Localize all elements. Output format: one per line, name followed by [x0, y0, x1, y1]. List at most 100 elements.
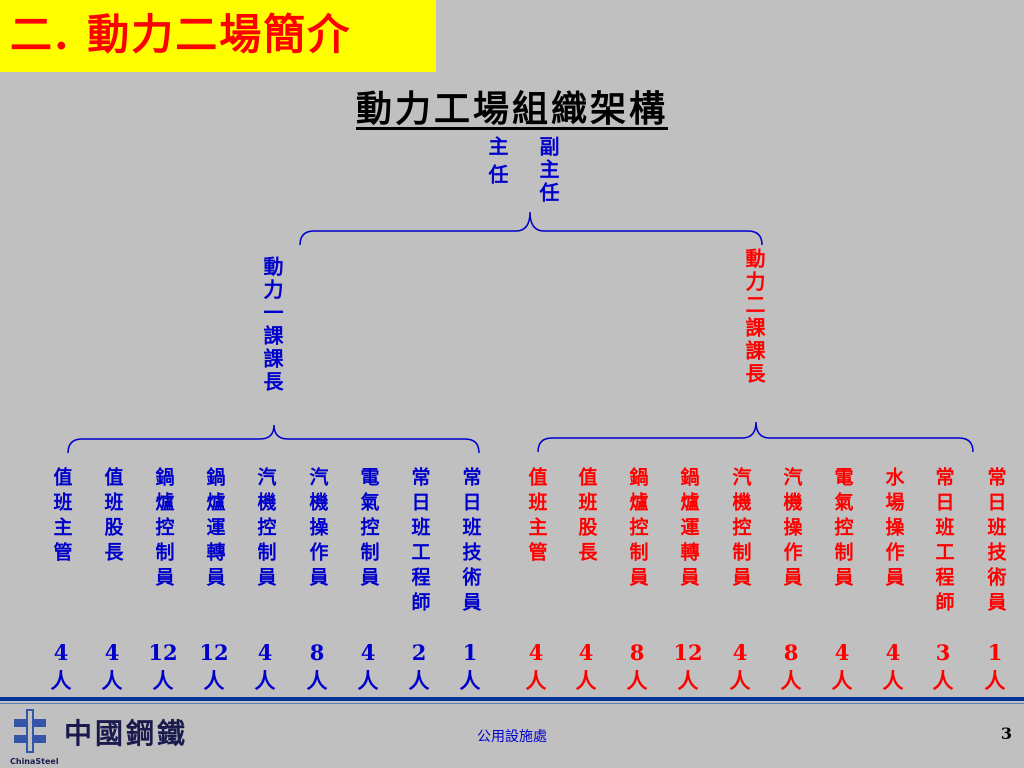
chart-title: 動力工場組織架構	[355, 88, 668, 130]
section1-chief: 動力一課課長	[260, 256, 284, 394]
job-title: 鍋爐控制員	[150, 467, 176, 592]
headcount-number: 4	[53, 640, 69, 665]
headcount-unit: 人	[306, 668, 328, 693]
deputy-director-title: 副主任	[536, 136, 560, 205]
headcount-number: 4	[885, 640, 901, 665]
job-headcount: 12 人	[143, 639, 183, 695]
job-title-text: 電氣控制員	[831, 467, 854, 592]
job-title: 鍋爐運轉員	[201, 467, 227, 592]
job-title-text: 常日班技術員	[984, 467, 1007, 617]
job-title: 值班股長	[99, 467, 125, 567]
job-title-text: 常日班工程師	[408, 467, 431, 617]
headcount-unit: 人	[575, 668, 597, 693]
headcount-number: 2	[411, 640, 427, 665]
headcount-unit: 人	[932, 668, 954, 693]
headcount-number: 4	[732, 640, 748, 665]
job-title: 常日班技術員	[457, 467, 483, 617]
headcount-unit: 人	[408, 668, 430, 693]
job-title: 汽機操作員	[778, 467, 804, 592]
headcount-unit: 人	[254, 668, 276, 693]
department-name: 公用設施處	[477, 729, 547, 745]
job-title: 水場操作員	[880, 467, 906, 592]
headcount-number: 8	[309, 640, 325, 665]
headcount-unit: 人	[525, 668, 547, 693]
section1-bracket	[67, 424, 480, 454]
job-title: 常日班技術員	[982, 467, 1008, 617]
headcount-unit: 人	[357, 668, 379, 693]
job-title: 電氣控制員	[829, 467, 855, 592]
chart-title-wrap: 動力工場組織架構	[0, 80, 1024, 132]
job-headcount: 12 人	[194, 639, 234, 695]
headcount-unit: 人	[729, 668, 751, 693]
job-title-text: 值班主管	[525, 467, 548, 567]
job-title-text: 水場操作員	[882, 467, 905, 592]
director-title: 主任	[485, 136, 509, 192]
job-title-text: 電氣控制員	[357, 467, 380, 592]
job-title-text: 汽機控制員	[254, 467, 277, 592]
job-title: 鍋爐運轉員	[675, 467, 701, 592]
job-title-text: 常日班工程師	[932, 467, 955, 617]
job-title-text: 汽機操作員	[780, 467, 803, 592]
headcount-number: 4	[578, 640, 594, 665]
headcount-number: 4	[528, 640, 544, 665]
headcount-unit: 人	[50, 668, 72, 693]
job-title-text: 值班股長	[101, 467, 124, 567]
headcount-unit: 人	[459, 668, 481, 693]
headcount-number: 4	[257, 640, 273, 665]
headcount-number: 12	[148, 640, 178, 665]
job-title: 值班股長	[573, 467, 599, 567]
job-title-text: 鍋爐運轉員	[203, 467, 226, 592]
job-title-text: 常日班技術員	[459, 467, 482, 617]
headcount-number: 12	[199, 640, 229, 665]
job-title: 電氣控制員	[355, 467, 381, 592]
job-title: 常日班工程師	[930, 467, 956, 617]
section2-bracket	[537, 421, 974, 453]
logo-mark-icon	[14, 709, 46, 753]
headcount-unit: 人	[677, 668, 699, 693]
job-title: 鍋爐控制員	[624, 467, 650, 592]
footer-rule	[0, 697, 1024, 701]
headcount-number: 4	[834, 640, 850, 665]
job-title-text: 鍋爐控制員	[626, 467, 649, 592]
job-title: 汽機操作員	[304, 467, 330, 592]
headcount-number: 12	[673, 640, 703, 665]
company-logo: 中國鋼鐵 ChinaSteel	[10, 707, 190, 768]
job-title-text: 鍋爐控制員	[152, 467, 175, 592]
headcount-unit: 人	[152, 668, 174, 693]
section2-chief: 動力二課課長	[742, 248, 766, 386]
job-title-text: 值班股長	[575, 467, 598, 567]
headcount-unit: 人	[780, 668, 802, 693]
job-title-text: 汽機操作員	[306, 467, 329, 592]
job-title: 汽機控制員	[252, 467, 278, 592]
footer-rule-thin	[0, 703, 1024, 704]
headcount-unit: 人	[203, 668, 225, 693]
headcount-number: 1	[462, 640, 478, 665]
job-title-text: 汽機控制員	[729, 467, 752, 592]
headcount-unit: 人	[626, 668, 648, 693]
headcount-number: 1	[987, 640, 1003, 665]
job-title-text: 鍋爐運轉員	[677, 467, 700, 592]
headcount-unit: 人	[984, 668, 1006, 693]
headcount-unit: 人	[101, 668, 123, 693]
job-title: 常日班工程師	[406, 467, 432, 617]
headcount-number: 3	[935, 640, 951, 665]
headcount-unit: 人	[831, 668, 853, 693]
headcount-number: 8	[629, 640, 645, 665]
job-title-text: 值班主管	[50, 467, 73, 567]
page-number: 3	[1000, 724, 1012, 743]
